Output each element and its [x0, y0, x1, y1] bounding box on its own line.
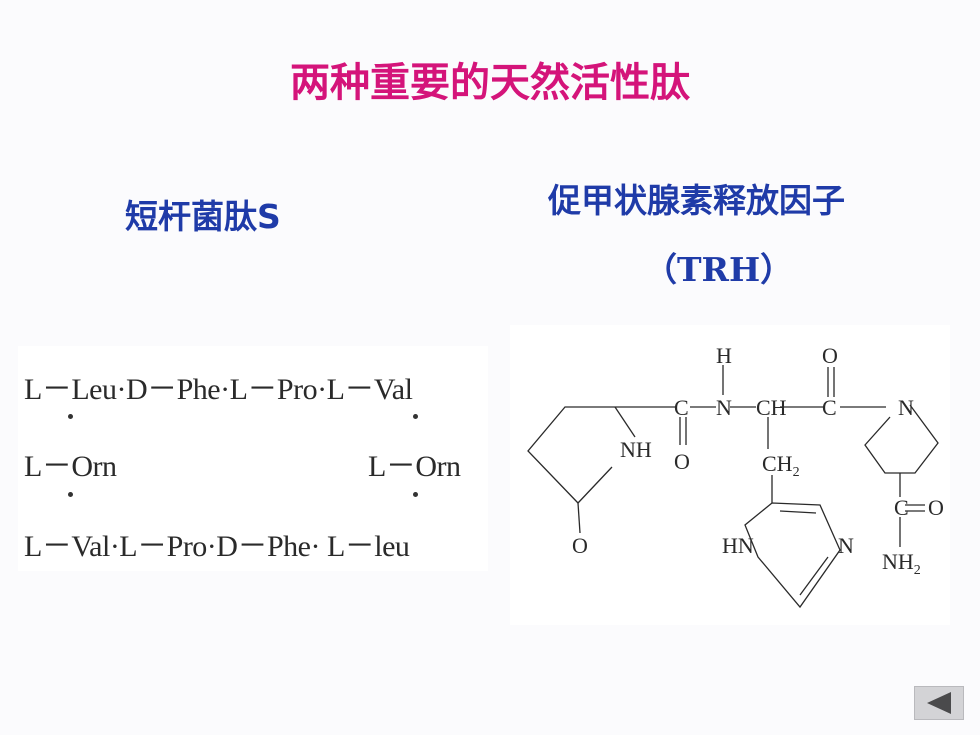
- atom-o-top: O: [822, 343, 838, 368]
- atom-n-imidazole: N: [838, 533, 854, 558]
- atom-c1: C: [674, 395, 689, 420]
- sequence-row-3: L－Val·L－Pro·D－Phe· L－leu: [24, 530, 410, 563]
- atom-nh2: NH2: [882, 549, 921, 578]
- atom-o1: O: [674, 449, 690, 474]
- gramicidin-s-structure: L－Leu·D－Phe·L－Pro·L－Val L－Orn L－Orn L－Va…: [18, 346, 488, 571]
- atom-h: H: [716, 343, 732, 368]
- previous-slide-button[interactable]: [914, 686, 964, 720]
- heading-trh-abbr: （TRH）: [644, 250, 794, 289]
- atom-o-keto: O: [572, 533, 588, 558]
- heading-gramicidin-s: 短杆菌肽S: [125, 197, 281, 236]
- atom-c-amide: C: [894, 495, 909, 520]
- atom-o-amide: O: [928, 495, 944, 520]
- bond-dot: [413, 414, 418, 419]
- bond-dot: [68, 414, 73, 419]
- sequence-row-2-right: L－Orn: [368, 450, 461, 483]
- atom-hn: HN: [722, 533, 754, 558]
- trh-structure: H O C N CH C N NH O CH2 O HN N C O NH2: [510, 325, 950, 625]
- prev-triangle-icon: [927, 692, 951, 714]
- atom-n-ring: N: [898, 395, 914, 420]
- bond-dot: [68, 492, 73, 497]
- atom-ch2: CH2: [762, 451, 800, 480]
- atom-ch: CH: [756, 395, 787, 420]
- page-title: 两种重要的天然活性肽: [290, 60, 690, 106]
- sequence-row-2-left: L－Orn: [24, 450, 117, 483]
- atom-c2: C: [822, 395, 837, 420]
- sequence-row-1: L－Leu·D－Phe·L－Pro·L－Val: [24, 373, 413, 406]
- atom-nh: NH: [620, 437, 652, 462]
- atom-n1: N: [716, 395, 732, 420]
- heading-trh: 促甲状腺素释放因子: [548, 181, 845, 220]
- bond-dot: [413, 492, 418, 497]
- trh-structure-diagram: H O C N CH C N NH O CH2 O HN N C O NH2: [527, 343, 944, 609]
